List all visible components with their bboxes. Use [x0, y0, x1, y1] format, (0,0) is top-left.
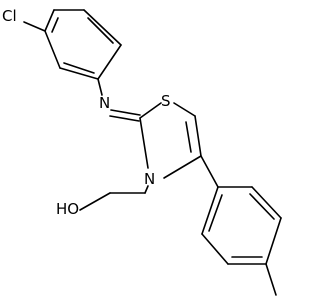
cl-bond	[23, 21, 46, 32]
ring-nitrogen-label: N	[144, 170, 155, 188]
chlorophenyl-ring	[44, 9, 122, 80]
imine-double-bond-b	[109, 115, 140, 122]
methyl-bond	[265, 263, 277, 296]
hydroxyl-label: HO	[56, 200, 79, 218]
aryl-n-bond	[97, 78, 103, 96]
chemical-structure-diagram: Cl N S N HO	[2, 7, 282, 296]
imine-nitrogen-label: N	[99, 94, 110, 112]
chlorine-label: Cl	[2, 7, 17, 25]
sulfur-label: S	[161, 92, 171, 110]
thiazoline-ring	[139, 102, 202, 179]
tolyl-ring	[201, 186, 282, 265]
imine-double-bond-a	[110, 109, 141, 116]
ring-tolyl-bond	[200, 155, 219, 188]
hydroxyethyl-chain	[79, 185, 149, 211]
